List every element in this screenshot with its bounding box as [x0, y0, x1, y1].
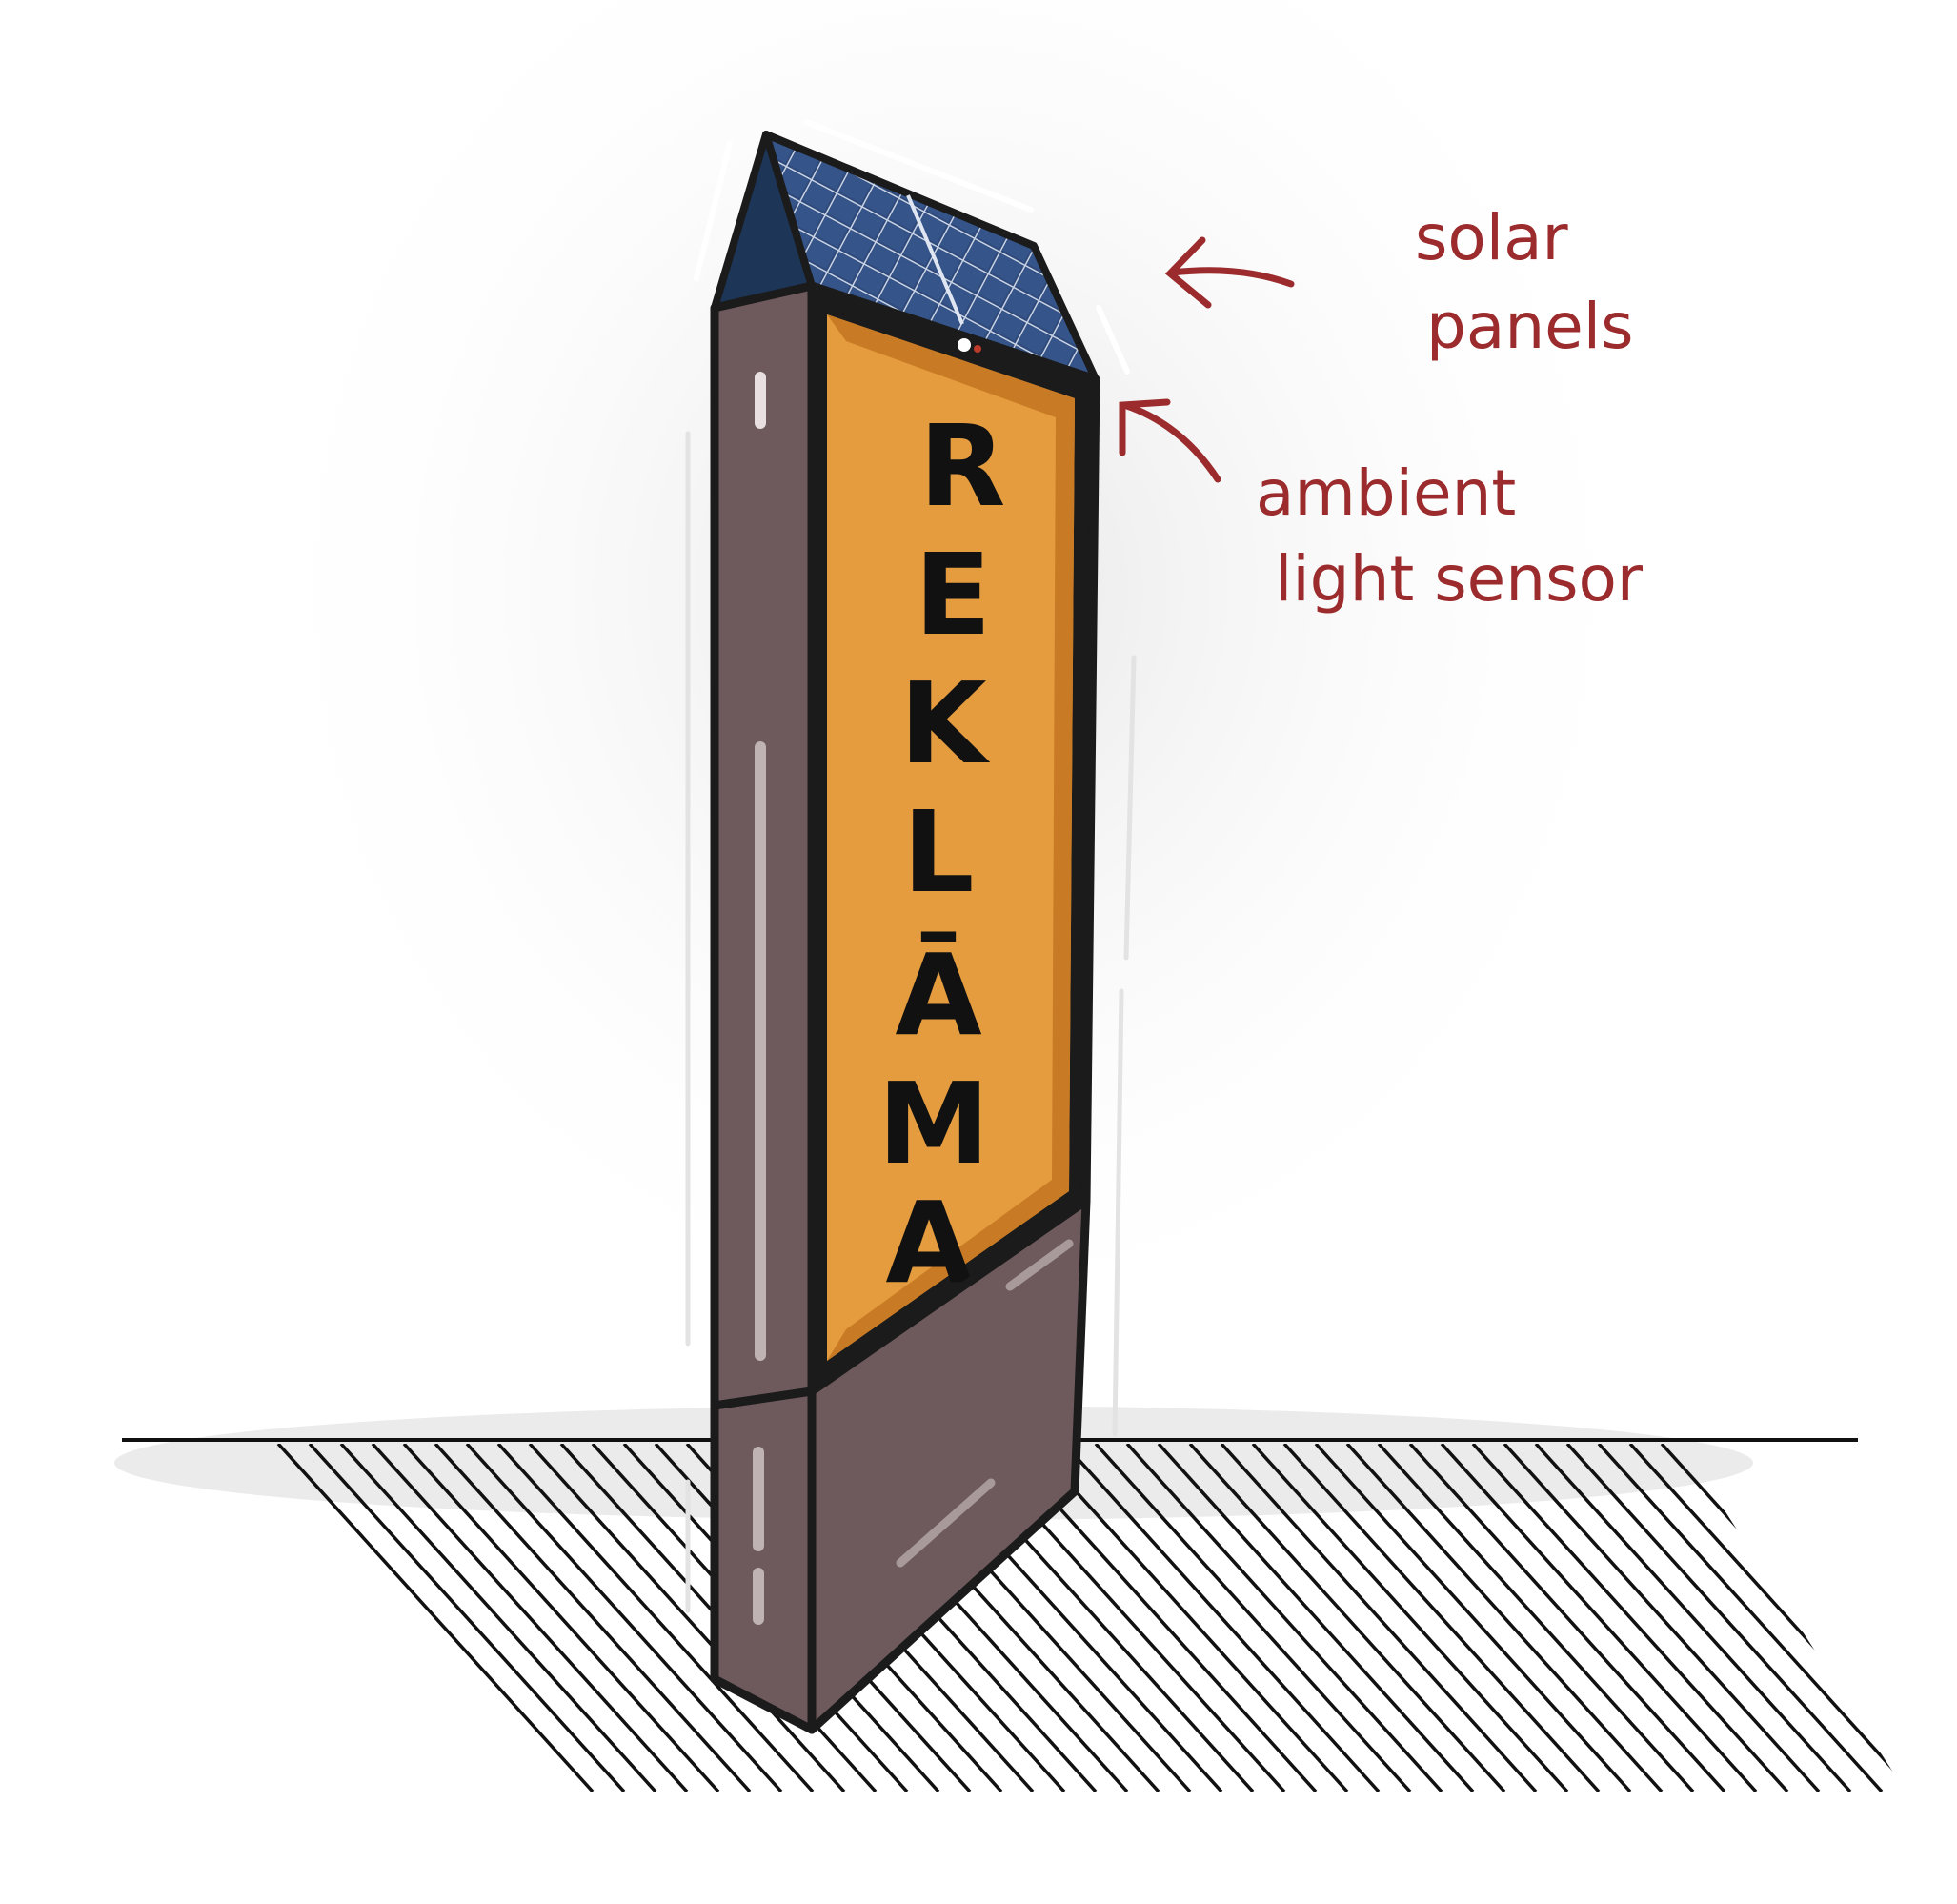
hatch-line [1125, 1444, 1443, 1792]
hatch-line [1377, 1444, 1695, 1792]
side-highlight [755, 372, 766, 429]
base-highlight [1005, 1239, 1074, 1291]
hatch-line [1157, 1444, 1475, 1792]
hatch-line [1880, 1444, 1906, 1792]
hatch-line [1913, 1444, 1957, 1792]
hatch-line [1565, 1444, 1884, 1792]
hatch-line [276, 1444, 595, 1792]
ad-letter: Ā [895, 929, 981, 1061]
hatch-line [1945, 1444, 1957, 1792]
sensor-label-line1: ambient [1256, 456, 1516, 530]
hatch-line [434, 1444, 752, 1792]
hatch-line [1408, 1444, 1726, 1792]
hatch-line [1471, 1444, 1789, 1792]
hatch-line [496, 1444, 815, 1792]
ad-letter: M [878, 1058, 989, 1189]
ad-letter: E [915, 529, 992, 660]
hatch-line [308, 1444, 626, 1792]
hatch-line [465, 1444, 783, 1792]
hatch-line [1723, 1444, 1906, 1792]
hatch-line [1597, 1444, 1906, 1792]
solar-label-line2: panels [1426, 290, 1634, 363]
sensor-led [974, 345, 981, 353]
sensor-arrow [1119, 398, 1221, 483]
hatch-line [402, 1444, 720, 1792]
solar-label-line1: solar [1415, 201, 1569, 274]
hatch-line [1345, 1444, 1664, 1792]
hatch-line [1220, 1444, 1538, 1792]
hatch-line [1440, 1444, 1758, 1792]
hatch-line [1314, 1444, 1632, 1792]
sensor-label-line2: light sensor [1275, 542, 1644, 616]
ad-letter: K [899, 658, 991, 789]
hatch-line [528, 1444, 846, 1792]
hatch-line [339, 1444, 657, 1792]
hatch-line [1062, 1444, 1381, 1792]
hatch-line [1691, 1444, 1906, 1792]
kiosk-side-lower [710, 1387, 817, 1734]
highlight-strokes [694, 119, 1130, 375]
hatch-line [1188, 1444, 1506, 1792]
ad-letter: L [902, 786, 974, 918]
side-highlight [755, 741, 766, 1361]
hatch-line [1251, 1444, 1569, 1792]
ad-screen [827, 314, 1075, 1361]
hatch-line [371, 1444, 689, 1792]
solar-arrow [1164, 236, 1295, 309]
hatch-line [1031, 1444, 1349, 1792]
side-highlight [753, 1568, 764, 1625]
ad-letter: R [919, 400, 1006, 532]
speed-lines [685, 431, 1137, 1613]
side-highlight [753, 1447, 764, 1551]
hatch-line [1786, 1444, 1906, 1792]
hatch-line [1094, 1444, 1412, 1792]
hatch-line [1534, 1444, 1852, 1792]
solar-panel-divider [906, 194, 964, 325]
base-highlight [896, 1478, 996, 1568]
hatch-line [1282, 1444, 1601, 1792]
kiosk-base-front [807, 1196, 1091, 1734]
hatch-line [1503, 1444, 1821, 1792]
hatch-line [1660, 1444, 1906, 1792]
hatch-line [1817, 1444, 1906, 1792]
light-sensor [956, 336, 973, 354]
